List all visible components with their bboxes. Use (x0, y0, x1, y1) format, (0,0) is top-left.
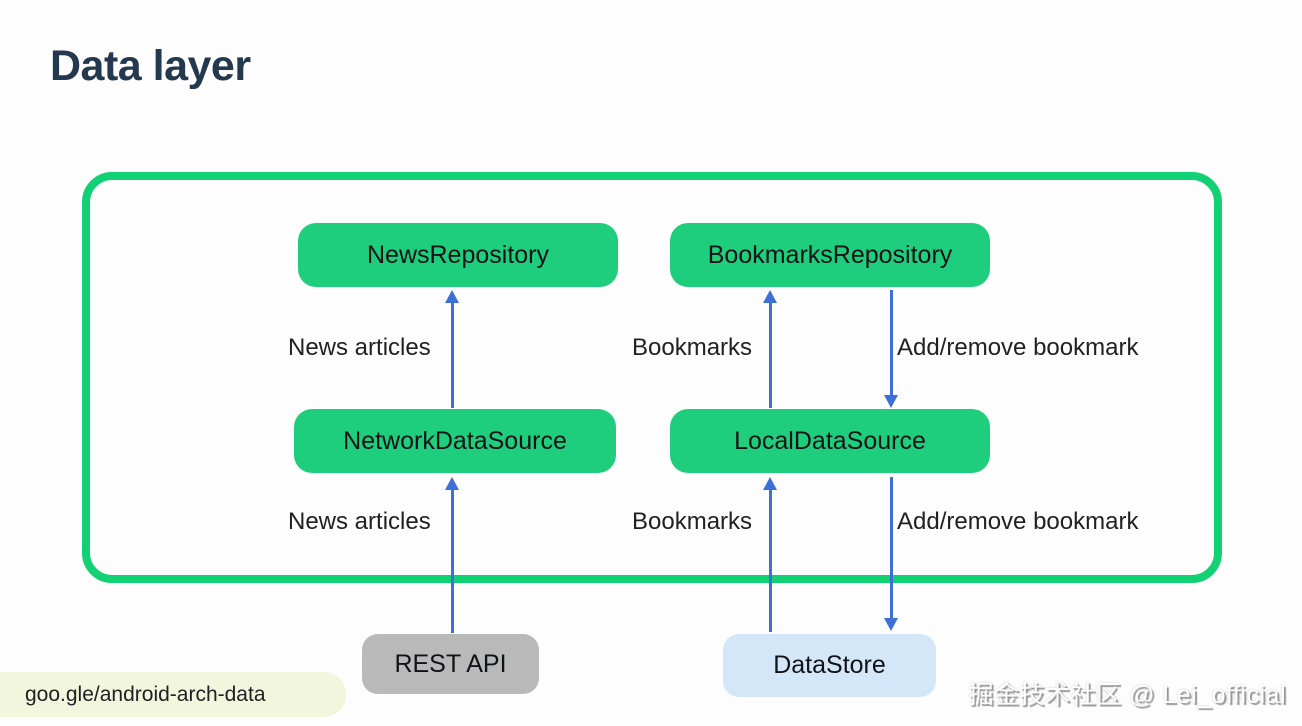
arrow-line (450, 303, 454, 408)
edge-label-news-articles-bottom: News articles (288, 508, 431, 535)
arrow-line (768, 303, 772, 408)
arrow-up-rest-api-to-network (445, 477, 459, 633)
arrow-line (768, 490, 772, 632)
arrow-up-local-to-bookmarks-repository (763, 290, 777, 408)
data-layer-boundary-box (82, 172, 1222, 583)
footer-link-pill: goo.gle/android-arch-data (0, 672, 346, 717)
arrow-up-network-to-news-repository (445, 290, 459, 408)
node-label: LocalDataSource (734, 426, 926, 455)
edge-label-bookmarks-top: Bookmarks (632, 334, 753, 361)
node-rest-api: REST API (362, 634, 539, 694)
arrowhead-up-icon (763, 290, 777, 303)
footer-link-text: goo.gle/android-arch-data (25, 682, 266, 706)
node-label: NewsRepository (366, 240, 549, 269)
edge-label-bookmarks-bottom: Bookmarks (632, 508, 753, 535)
edge-label-add-remove-bookmark-bottom: Add/remove bookmark (897, 508, 1139, 535)
watermark-text: 掘金技术社区 @ Lei_official (968, 681, 1286, 709)
node-network-data-source: NetworkDataSource (294, 409, 616, 473)
arrow-down-bookmarks-repository-to-local (884, 290, 898, 408)
node-news-repository: NewsRepository (298, 223, 618, 287)
node-label: DataStore (773, 651, 886, 679)
page-title: Data layer (50, 42, 251, 90)
node-local-data-source: LocalDataSource (670, 409, 990, 473)
arrow-up-datastore-to-local (763, 477, 777, 632)
arrowhead-up-icon (445, 477, 459, 490)
arrow-line (889, 477, 893, 618)
node-label: NetworkDataSource (343, 426, 567, 455)
arrowhead-up-icon (763, 477, 777, 490)
arrow-line (889, 290, 893, 395)
edge-label-news-articles-top: News articles (288, 334, 431, 361)
arrowhead-up-icon (445, 290, 459, 303)
node-label: BookmarksRepository (707, 240, 953, 269)
node-bookmarks-repository: BookmarksRepository (670, 223, 990, 287)
arrow-line (450, 490, 454, 633)
edge-label-add-remove-bookmark-top: Add/remove bookmark (897, 334, 1139, 361)
arrowhead-down-icon (884, 395, 898, 408)
node-label: REST API (394, 649, 507, 678)
arrow-down-local-to-datastore (884, 477, 898, 631)
node-data-store: DataStore (723, 634, 936, 697)
arrowhead-down-icon (884, 618, 898, 631)
